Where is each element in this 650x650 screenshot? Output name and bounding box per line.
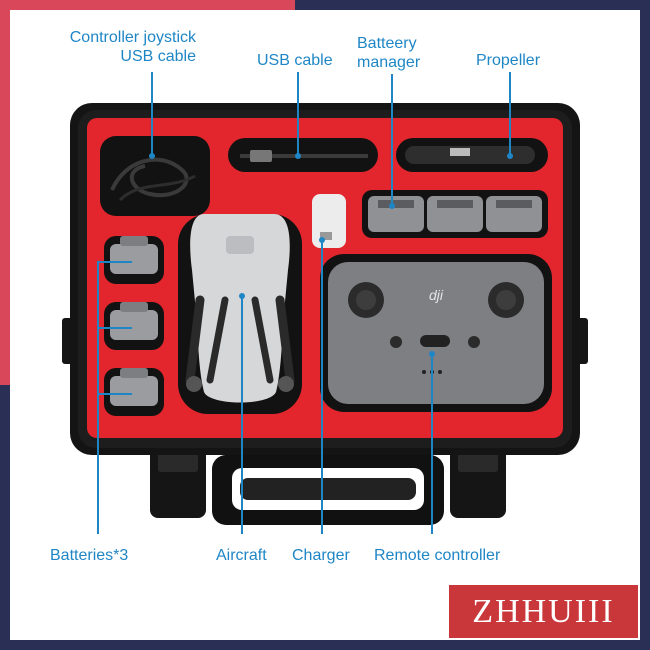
controller-joystick-label-line1: Controller joystick <box>69 29 196 46</box>
remote-controller-label: Remote controller <box>374 547 501 564</box>
case-latches <box>150 440 506 518</box>
charger <box>312 194 346 248</box>
battery-manager-label: Batteery manager <box>357 34 420 72</box>
leader-lines <box>97 72 511 534</box>
brand-watermark: ZHHUIII <box>447 583 640 640</box>
battery-manager <box>362 190 548 238</box>
battery-manager-label-line2: manager <box>357 54 421 71</box>
frame-top <box>0 0 650 10</box>
propeller-label: Propeller <box>476 52 541 69</box>
battery-manager-label-line1: Batteery <box>357 35 417 52</box>
usb-cable-label: USB cable <box>257 52 333 69</box>
batteries-label: Batteries*3 <box>50 547 129 564</box>
batteries <box>104 236 164 416</box>
frame-right <box>640 0 650 650</box>
usb-cable-slot <box>228 138 378 172</box>
controller-joystick-label-line2: USB cable <box>120 48 196 65</box>
frame-left <box>0 0 10 650</box>
charger-label: Charger <box>292 547 350 564</box>
frame-bottom <box>0 640 650 650</box>
aircraft-label: Aircraft <box>216 547 267 564</box>
case-handle <box>212 445 444 525</box>
leader-dots <box>149 153 513 357</box>
remote-controller: dji <box>320 254 552 412</box>
controller-joystick-label: Controller joystick USB cable <box>60 28 196 66</box>
joystick-cable-slot <box>100 136 210 216</box>
aircraft <box>178 214 302 414</box>
propeller-slot <box>396 138 548 172</box>
remote-logo: dji <box>429 287 444 303</box>
